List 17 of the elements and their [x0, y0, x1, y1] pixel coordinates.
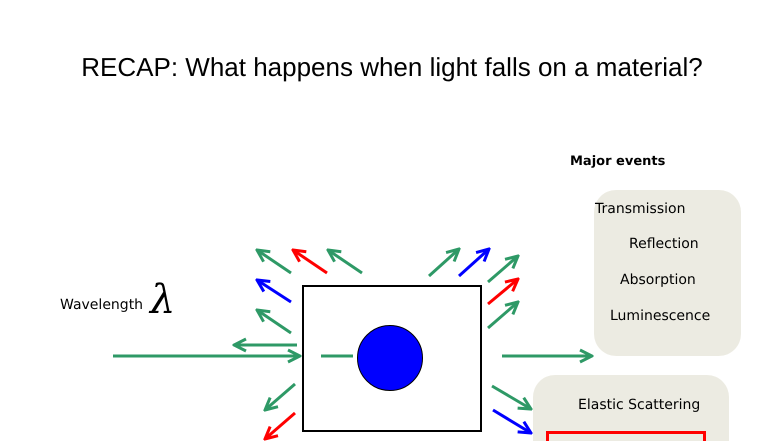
symbol-label: λ	[150, 278, 176, 322]
event-label: Reflection	[629, 236, 699, 252]
scattering-panel	[533, 375, 729, 441]
event-label: Elastic Scattering	[578, 397, 700, 413]
arrow	[113, 348, 302, 364]
arrow	[502, 348, 594, 364]
events-panel	[594, 190, 741, 356]
title: RECAP: What happens when light falls on a material?	[80, 52, 704, 83]
material-box	[302, 285, 482, 432]
arrow	[491, 384, 532, 410]
event-label: Transmission	[595, 201, 686, 217]
event-label: Absorption	[620, 272, 696, 288]
label: Wavelength	[60, 297, 144, 313]
arrow	[492, 408, 532, 434]
event-label: Luminescence	[610, 308, 710, 324]
heading: Major events	[570, 154, 666, 169]
line	[321, 354, 353, 358]
